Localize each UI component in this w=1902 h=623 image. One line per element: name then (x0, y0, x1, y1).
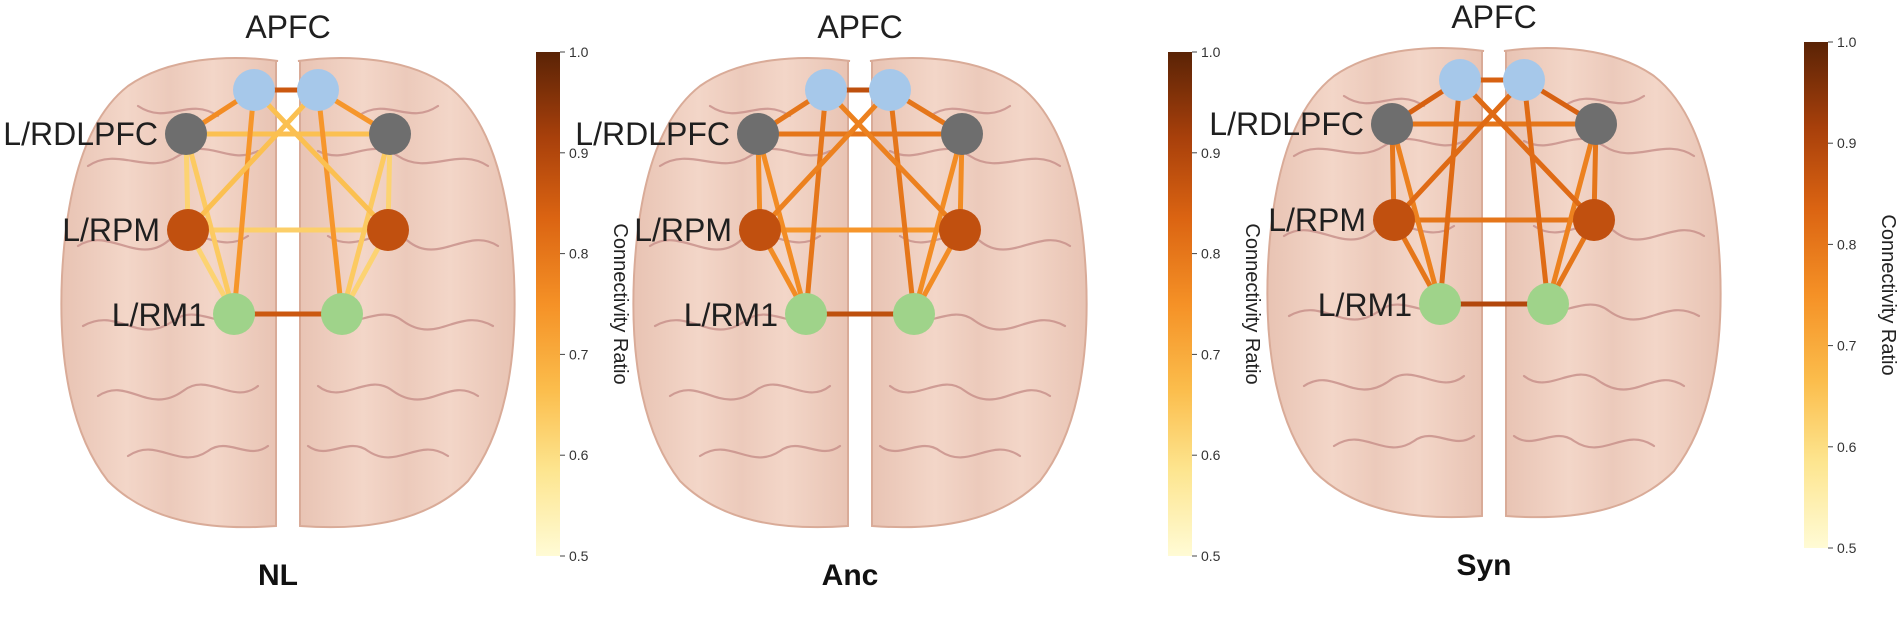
node-lapfc (1439, 59, 1481, 101)
edge-lapfc-lm1 (803, 87, 829, 317)
edge-rdlpfc-rm1 (911, 131, 965, 317)
node-lpm (167, 209, 209, 251)
node-lpm (1373, 199, 1415, 241)
node-lpm (739, 209, 781, 251)
label-pm: L/RPM (1268, 202, 1366, 238)
colorbar: 1.0 0.9 0.8 0.7 0.6 0.5 Connectivity Ratio (1804, 34, 1899, 556)
node-rpm (939, 209, 981, 251)
colorbar-title: Connectivity Ratio (609, 223, 631, 384)
edges (755, 87, 965, 317)
edge-ldlpfc-lm1 (183, 131, 237, 317)
edge-rapfc-rm1 (1521, 77, 1551, 307)
condition-label: Anc (822, 559, 879, 592)
label-m1: L/RM1 (112, 297, 206, 333)
label-pm: L/RPM (62, 212, 160, 248)
colorbar-tick-label: 0.8 (1837, 236, 1857, 252)
node-lm1 (1419, 283, 1461, 325)
label-apfc: APFC (245, 9, 330, 45)
node-rpm (367, 209, 409, 251)
label-apfc: APFC (1451, 0, 1536, 35)
node-lm1 (785, 293, 827, 335)
colorbar-tick-label: 0.6 (1837, 439, 1857, 455)
colorbar-tick-label: 0.5 (1201, 548, 1221, 564)
colorbar-title: Connectivity Ratio (1877, 214, 1899, 375)
node-rapfc (869, 69, 911, 111)
node-ldlpfc (165, 113, 207, 155)
node-rdlpfc (941, 113, 983, 155)
edge-lapfc-rpm (823, 87, 963, 233)
edge-lapfc-rpm (251, 87, 391, 233)
label-dlpfc: L/RDLPFC (3, 116, 158, 152)
edge-lapfc-lm1 (1437, 77, 1463, 307)
colorbar: 1.0 0.9 0.8 0.7 0.6 0.5 Connectivity Ratio (1168, 44, 1263, 564)
nodes (165, 69, 411, 335)
node-rdlpfc (369, 113, 411, 155)
node-ldlpfc (737, 113, 779, 155)
node-lapfc (805, 69, 847, 111)
node-rpm (1573, 199, 1615, 241)
colorbar: 1.0 0.9 0.8 0.7 0.6 0.5 Connectivity Ratio (536, 44, 631, 564)
edge-rdlpfc-rm1 (339, 131, 393, 317)
colorbar-tick-label: 0.8 (1201, 246, 1221, 262)
colorbar-tick-label: 0.9 (1837, 135, 1857, 151)
colorbar-tick-label: 0.6 (1201, 447, 1221, 463)
node-rdlpfc (1575, 103, 1617, 145)
edge-lapfc-lm1 (231, 87, 257, 317)
edge-rdlpfc-rm1 (1545, 121, 1599, 307)
edge-rapfc-rm1 (887, 87, 917, 317)
label-m1: L/RM1 (684, 297, 778, 333)
edge-rapfc-lpm (1391, 77, 1527, 223)
colorbar-tick-label: 1.0 (1837, 34, 1857, 50)
colorbar-gradient (1804, 42, 1828, 548)
node-ldlpfc (1371, 103, 1413, 145)
colorbar-tick-label: 0.7 (1837, 338, 1857, 354)
condition-label: Syn (1456, 549, 1511, 582)
edge-ldlpfc-lm1 (1389, 121, 1443, 307)
node-rm1 (1527, 283, 1569, 325)
nodes (1371, 59, 1617, 325)
colorbar-tick-label: 0.9 (1201, 145, 1221, 161)
nodes (737, 69, 983, 335)
colorbar-tick-label: 0.9 (569, 145, 589, 161)
colorbar-tick-label: 1.0 (569, 44, 589, 60)
node-rm1 (321, 293, 363, 335)
colorbar-tick-label: 0.7 (1201, 346, 1221, 362)
condition-label: NL (258, 559, 298, 592)
edge-ldlpfc-lm1 (755, 131, 809, 317)
colorbar-title: Connectivity Ratio (1241, 223, 1263, 384)
label-pm: L/RPM (634, 212, 732, 248)
edge-lapfc-rpm (1457, 77, 1597, 223)
node-rapfc (297, 69, 339, 111)
colorbar-tick-label: 0.8 (569, 246, 589, 262)
colorbar-tick-label: 0.6 (569, 447, 589, 463)
colorbar-gradient (536, 52, 560, 556)
colorbar-tick-label: 0.5 (1837, 540, 1857, 556)
label-dlpfc: L/RDLPFC (1209, 106, 1364, 142)
colorbar-tick-label: 0.5 (569, 548, 589, 564)
node-rm1 (893, 293, 935, 335)
edge-rapfc-rm1 (315, 87, 345, 317)
label-dlpfc: L/RDLPFC (575, 116, 730, 152)
label-apfc: APFC (817, 9, 902, 45)
label-m1: L/RM1 (1318, 287, 1412, 323)
colorbar-tick-label: 0.7 (569, 346, 589, 362)
node-lm1 (213, 293, 255, 335)
node-lapfc (233, 69, 275, 111)
node-rapfc (1503, 59, 1545, 101)
colorbar-gradient (1168, 52, 1192, 556)
colorbar-tick-label: 1.0 (1201, 44, 1221, 60)
edge-rapfc-lpm (757, 87, 893, 233)
edge-rapfc-lpm (185, 87, 321, 233)
